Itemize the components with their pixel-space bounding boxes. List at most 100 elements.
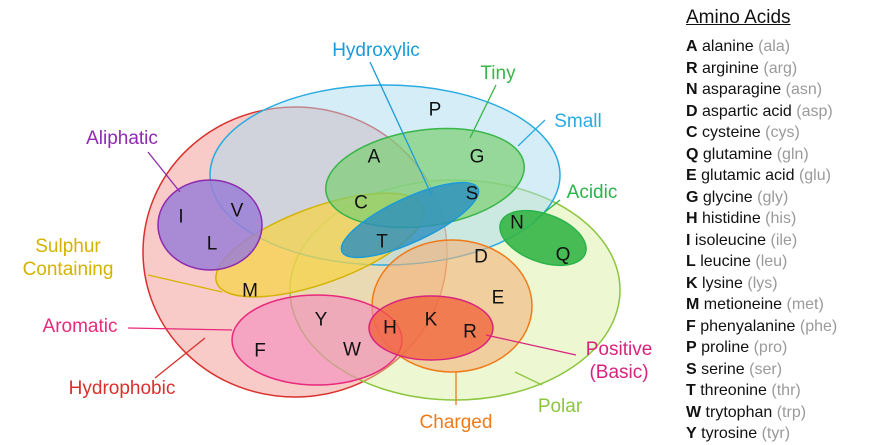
label-small: Small [554, 111, 602, 132]
amino-acid-w: W [343, 340, 361, 361]
leader-line-tiny [469, 84, 497, 139]
set-hydroxylic [340, 181, 480, 259]
legend-item-g: G glycine (gly) [686, 187, 892, 209]
set-aliphatic [157, 179, 263, 271]
legend-item-w: W trytophan (trp) [686, 402, 892, 424]
leader-line-hydrophobic [154, 337, 206, 379]
legend-item-d: D aspartic acid (asp) [686, 101, 892, 123]
legend-abbr: (phe) [799, 317, 838, 335]
legend-name: glycine [698, 188, 758, 206]
legend-code: T [686, 382, 696, 399]
legend-abbr: (ile) [770, 231, 798, 249]
legend-name: threonine [695, 382, 772, 399]
amino-acid-f: F [254, 341, 266, 362]
legend-item-c: C cysteine (cys) [686, 122, 892, 144]
legend-item-m: M metioneine (met) [686, 294, 892, 316]
legend-code: K [686, 274, 698, 292]
legend-code: R [686, 59, 698, 77]
legend-abbr: (lys) [747, 274, 778, 292]
legend-code: M [686, 296, 700, 313]
legend-abbr: (gln) [776, 145, 809, 163]
legend-abbr: (met) [786, 296, 824, 313]
legend-name: leucine [695, 253, 756, 270]
legend-abbr: (arg) [763, 59, 798, 77]
amino-acid-q: Q [556, 245, 571, 266]
legend-code: Y [686, 425, 697, 442]
legend-name: metioneine [699, 296, 787, 313]
legend-abbr: (trp) [776, 403, 807, 421]
legend-abbr: (asp) [796, 102, 833, 120]
amino-acid-c: C [354, 193, 368, 214]
leader-line-acidic [534, 199, 561, 221]
amino-acid-l: L [207, 234, 218, 255]
legend-code: P [686, 339, 697, 356]
legend-name: phenyalanine [695, 317, 800, 335]
legend-name: asparagine [697, 81, 786, 98]
legend-item-q: Q glutamine (gln) [686, 144, 892, 166]
leader-line-sulphur [147, 274, 223, 293]
label-hydroxylic: Hydroxylic [332, 40, 420, 61]
legend-name: lysine [697, 274, 748, 292]
leader-line-polar [514, 371, 543, 386]
legend-item-y: Y tyrosine (tyr) [686, 423, 892, 445]
legend-name: histidine [697, 210, 766, 227]
legend-code: D [686, 102, 698, 120]
amino-acid-t: T [376, 232, 388, 253]
legend-name: proline [696, 339, 754, 356]
legend-code: F [686, 317, 696, 335]
legend-abbr: (gly) [757, 188, 789, 206]
amino-acid-g: G [470, 147, 485, 168]
leader-line-hydroxylic [369, 61, 433, 197]
legend-item-i: I isoleucine (ile) [686, 230, 892, 252]
label-charged: Charged [420, 412, 493, 433]
amino-acid-p: P [429, 100, 442, 121]
legend-item-t: T threonine (thr) [686, 380, 892, 402]
legend-list: A alanine (ala)R arginine (arg)N asparag… [686, 36, 892, 445]
legend-name: glutamine [698, 145, 777, 163]
label-tiny: Tiny [480, 63, 516, 84]
legend-title: Amino Acids [686, 7, 791, 28]
legend-name: trytophan [701, 403, 777, 421]
legend-abbr: (glu) [798, 167, 831, 184]
legend-name: glutamic acid [696, 167, 799, 184]
legend-name: cysteine [697, 124, 766, 141]
legend-item-l: L leucine (leu) [686, 251, 892, 273]
legend-abbr: (asn) [785, 81, 823, 98]
legend-name: arginine [697, 59, 764, 77]
amino-acid-r: R [463, 322, 477, 343]
label-polar: Polar [538, 396, 583, 417]
legend-abbr: (thr) [771, 382, 801, 399]
legend-code: E [686, 167, 697, 184]
legend-code: W [686, 403, 702, 421]
legend-item-a: A alanine (ala) [686, 36, 892, 58]
amino-acid-legend: Amino Acids A alanine (ala)R arginine (a… [686, 6, 892, 445]
legend-abbr: (his) [765, 210, 797, 227]
legend-abbr: (cys) [765, 124, 800, 141]
legend-code: C [686, 124, 698, 141]
legend-item-e: E glutamic acid (glu) [686, 165, 892, 187]
label-hydrophobic: Hydrophobic [69, 378, 176, 399]
legend-code: S [686, 360, 697, 378]
leader-line-aliphatic [147, 151, 181, 193]
legend-name: alanine [697, 38, 759, 55]
legend-code: Q [686, 145, 699, 163]
amino-acid-k: K [425, 310, 438, 331]
legend-item-s: S serine (ser) [686, 359, 892, 381]
amino-acid-v: V [231, 201, 244, 222]
legend-item-k: K lysine (lys) [686, 273, 892, 295]
legend-item-p: P proline (pro) [686, 337, 892, 359]
legend-code: I [686, 231, 691, 249]
legend-item-f: F phenyalanine (phe) [686, 316, 892, 338]
set-positive [368, 295, 494, 361]
legend-abbr: (ala) [758, 38, 791, 55]
legend-name: aspartic acid [697, 102, 797, 120]
legend-abbr: (ser) [749, 360, 783, 378]
amino-acid-s: S [466, 184, 479, 205]
amino-acid-i: I [178, 207, 183, 228]
label-aliphatic: Aliphatic [86, 128, 158, 149]
amino-acid-d: D [474, 247, 488, 268]
amino-acid-h: H [383, 318, 397, 339]
leader-line-small [517, 119, 546, 147]
set-acidic [499, 209, 587, 267]
